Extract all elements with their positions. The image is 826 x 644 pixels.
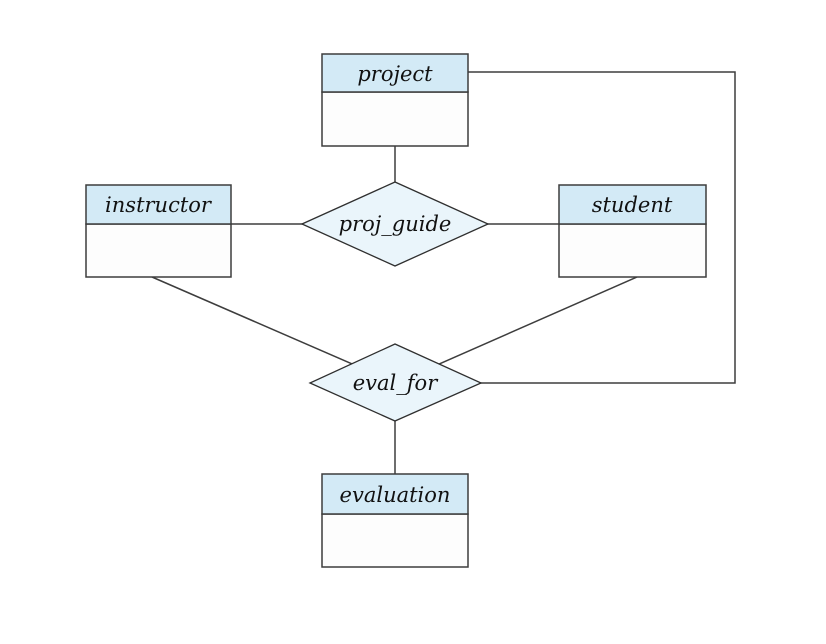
entity-evaluation-body <box>321 513 469 568</box>
entity-evaluation: evaluation <box>321 473 469 568</box>
entity-project: project <box>321 53 469 147</box>
entity-instructor-body <box>85 223 232 278</box>
connector-project-eval-for <box>396 71 736 384</box>
relationship-eval-for: eval_for <box>308 343 483 422</box>
entity-instructor-header <box>85 184 232 225</box>
entity-student-body <box>558 223 707 278</box>
entity-student-label: student <box>592 193 673 217</box>
relationship-proj-guide-label: proj_guide <box>339 212 452 236</box>
entity-project-label: project <box>357 62 433 86</box>
relationship-eval-for-label: eval_for <box>353 371 439 395</box>
relationship-proj-guide-shape <box>300 181 490 267</box>
entity-evaluation-header <box>321 473 469 515</box>
entity-evaluation-label: evaluation <box>340 483 451 507</box>
entity-student-header <box>558 184 707 225</box>
relationship-eval-for-shape <box>308 343 483 422</box>
entity-student: student <box>558 184 707 278</box>
entity-project-header <box>321 53 469 93</box>
relationship-proj-guide: proj_guide <box>300 181 490 267</box>
entity-instructor: instructor <box>85 184 232 278</box>
entity-instructor-label: instructor <box>105 193 213 217</box>
entity-project-body <box>321 91 469 147</box>
